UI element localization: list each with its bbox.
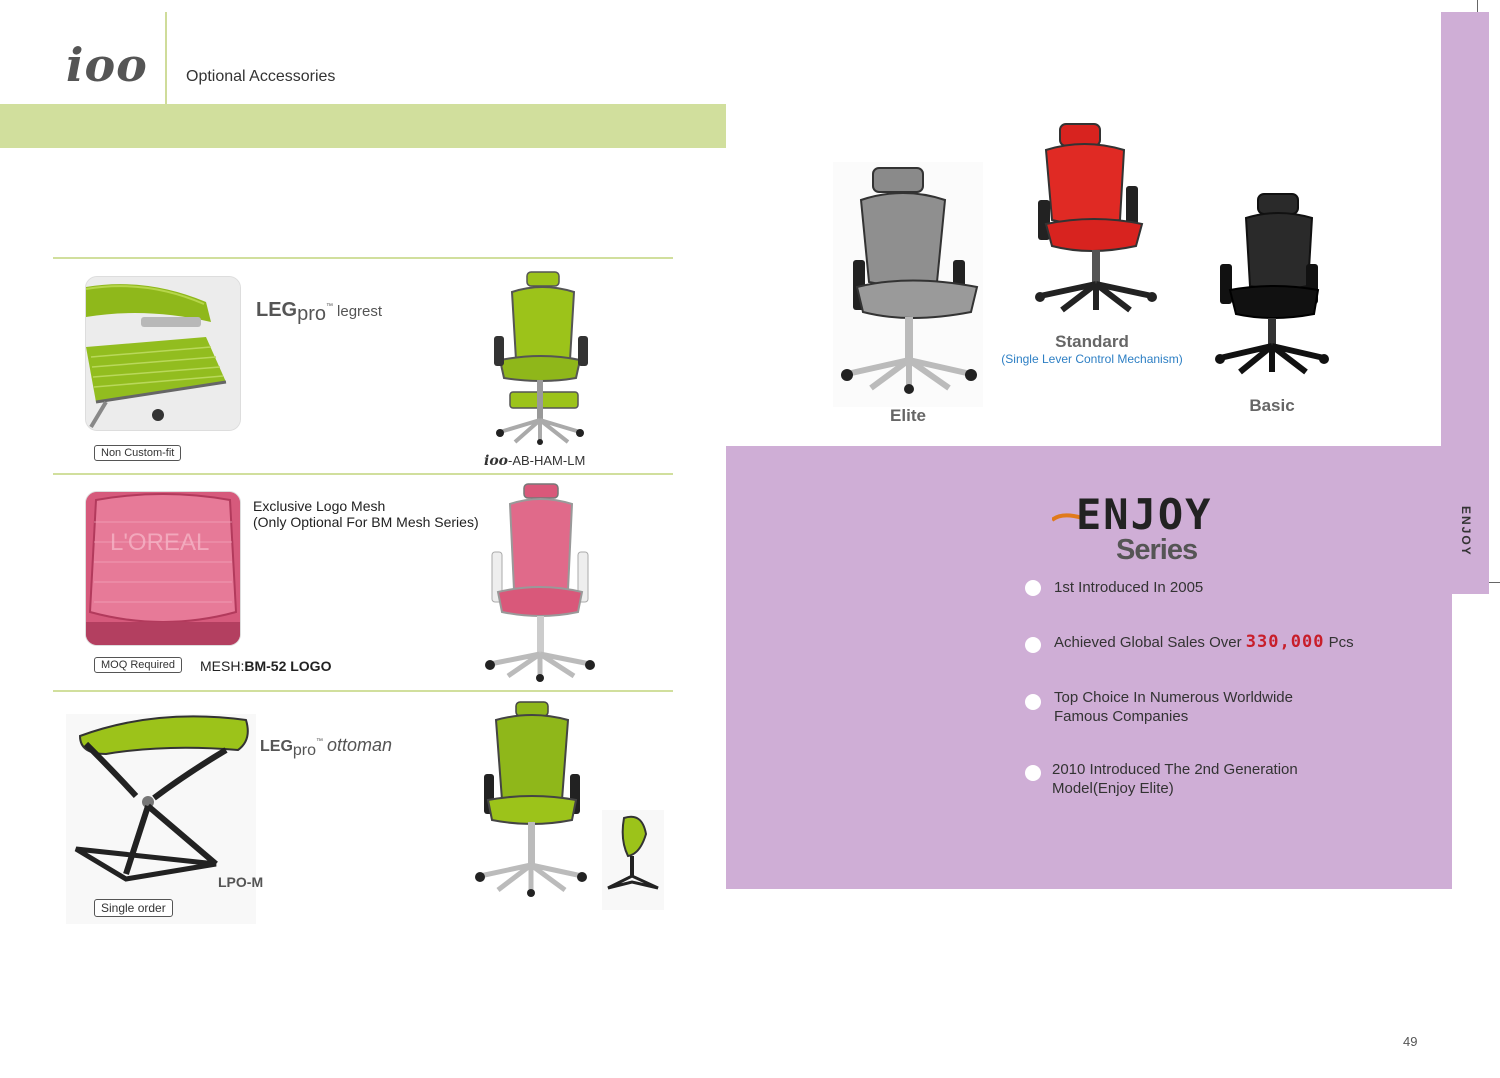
bullet-dot [1025,765,1041,781]
enjoy-wordmark: ENJOY [1076,490,1213,539]
bullet-dot [1025,637,1041,653]
bullet-dot [1025,694,1041,710]
bullet-introduced: 1st Introduced In 2005 [1054,579,1204,596]
enjoy-swoosh-icon [1052,513,1082,522]
basic-label: Basic [1249,396,1295,415]
bullet-dot [1025,580,1041,596]
section-rule [53,257,673,259]
elite-label: Elite [890,406,926,425]
mesh-code: MESH:BM-52 LOGO [200,658,332,674]
standard-label: Standard [1055,332,1129,351]
basic-chair-image [1210,190,1335,380]
page-number: 49 [1403,1034,1418,1049]
green-chair-with-legrest-image [480,270,600,445]
crop-mark [1477,0,1478,12]
standard-sublabel: (Single Lever Control Mechanism) [1001,352,1183,366]
single-order-tag: Single order [94,899,173,917]
sales-figure: 330,000 [1245,632,1325,652]
section-rule [53,690,673,692]
ottoman-small-image [602,810,664,910]
mesh-watermark: L'OREAL [110,529,209,556]
green-chair-image [470,700,595,900]
side-tab-label: ENJOY [1459,506,1473,557]
ottoman-model-code: LPO-M [218,874,264,890]
bullet-second-generation: 2010 Introduced The 2nd Generation Model… [1052,761,1298,797]
section-rule [53,473,673,475]
header-band [0,104,726,148]
bullet-top-choice: Top Choice In Numerous Worldwide Famous … [1054,689,1293,725]
header-divider [165,12,167,104]
series-panel [726,446,1452,889]
page-subtitle: Optional Accessories [186,68,336,85]
logo-mesh-photo: L'OREAL [85,491,241,646]
logo-mesh-title: Exclusive Logo Mesh (Only Optional For B… [253,498,479,530]
ottoman-photo [66,714,256,924]
series-label: Series [1116,534,1198,566]
legrest-model-code: ioo-AB-HAM-LM [484,453,586,469]
non-custom-fit-tag: Non Custom-fit [94,445,182,461]
brand-logo: ioo [66,38,148,92]
moq-required-tag: MOQ Required [94,657,182,673]
legrest-photo [85,276,241,431]
elite-chair-image [833,162,983,407]
pink-mesh-chair-image [478,482,603,682]
bullet-sales: Achieved Global Sales Over 330,000 Pcs [1054,632,1354,652]
crop-mark [1489,582,1500,583]
standard-chair-image [1030,120,1160,320]
